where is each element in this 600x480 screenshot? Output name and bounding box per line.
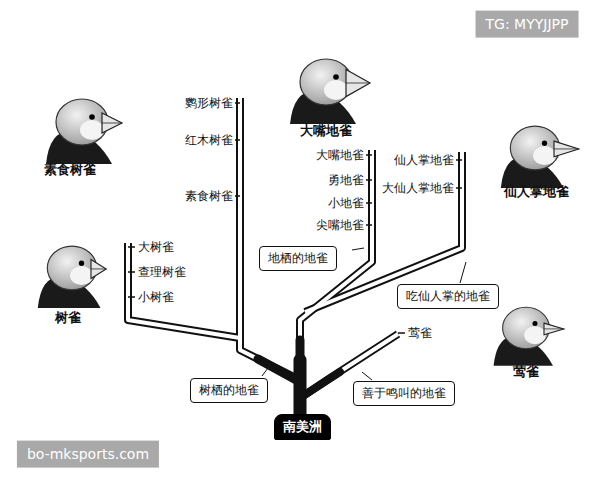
callout-text: 南美洲 (283, 418, 322, 436)
bracket-tick (235, 102, 240, 104)
callout-text: 善于鸣叫的地雀 (362, 385, 446, 402)
group-callout: 地栖的地雀 (259, 246, 337, 271)
leaf-name: 尖嘴地雀 (316, 218, 364, 232)
finch-head (38, 246, 106, 308)
watermark: TG: MYYJJPP (476, 11, 579, 38)
bird-eye (542, 141, 547, 146)
bracket-tick (235, 195, 240, 197)
bird-eye (333, 74, 339, 80)
bird-eye (532, 321, 537, 326)
branch-outline (240, 98, 300, 380)
leaf-name: 大树雀 (138, 240, 174, 254)
leaf-name: 小地雀 (328, 196, 364, 210)
root-box: 南美洲 (274, 414, 331, 440)
leaf-name: 大仙人掌地雀 (382, 181, 454, 195)
leaf-name: 勇地雀 (328, 173, 364, 187)
beak-line (102, 123, 122, 124)
branches (128, 98, 466, 416)
beak-line (346, 83, 370, 84)
bird-beak (91, 259, 106, 278)
watermark: bo-mksports.com (17, 441, 159, 468)
leader-line (460, 262, 466, 283)
species-caption: 莺雀 (513, 364, 539, 380)
branch-outline (128, 243, 240, 338)
leader-line (262, 368, 268, 376)
bird-head (300, 59, 352, 105)
bracket-tick (235, 139, 240, 141)
bird-beak (346, 69, 370, 96)
beak-line (544, 328, 564, 329)
finch-head (494, 307, 564, 366)
finch-head (501, 126, 579, 188)
species-caption: 素食树雀 (44, 162, 96, 178)
group-callout: 善于鸣叫的地雀 (353, 381, 455, 406)
leaf-name: 红木树雀 (185, 133, 233, 147)
species-caption: 树雀 (55, 310, 81, 326)
bracket-tick (128, 246, 135, 248)
bird-eye (89, 114, 95, 120)
callout-text: 树栖的地雀 (199, 382, 259, 399)
finch-head (46, 99, 122, 164)
callout-text: 地栖的地雀 (268, 250, 328, 267)
leaf-name: 小树雀 (138, 290, 174, 304)
bracket-tick (366, 179, 372, 181)
group-callout: 树栖的地雀 (190, 378, 268, 403)
leaf-name: 查理树雀 (138, 265, 186, 279)
branch-fill (240, 98, 300, 380)
bracket-tick (366, 154, 372, 156)
bird-head (510, 126, 559, 170)
leaf-name: 鹦形树雀 (185, 96, 233, 110)
bird-cheek (80, 120, 104, 140)
bracket-tick (128, 296, 135, 298)
species-caption: 大嘴地雀 (300, 123, 352, 139)
callout-text: 吃仙人掌的地雀 (406, 288, 490, 305)
bird-cheek (324, 80, 348, 100)
leaf-name: 大嘴地雀 (316, 148, 364, 162)
bird-head (47, 246, 96, 290)
trunk (296, 340, 305, 362)
finch-head (290, 59, 370, 124)
bird-cheek (70, 266, 93, 285)
bracket-tick (366, 202, 372, 204)
bracket-tick (128, 271, 135, 273)
bird-cheek (524, 326, 546, 344)
bird-eye (79, 261, 84, 266)
leaf-name: 莺雀 (408, 326, 432, 340)
leaf-name: 素食树雀 (185, 189, 233, 203)
bird-head (503, 307, 550, 348)
branch-fill (128, 243, 240, 338)
trunk (300, 372, 340, 398)
species-caption: 仙人掌地雀 (504, 184, 569, 200)
bracket-tick (456, 159, 462, 161)
bird-head (56, 99, 108, 145)
trunk (294, 360, 307, 416)
leader-line (352, 248, 364, 250)
leader-line (362, 372, 372, 380)
bracket-tick (398, 332, 405, 334)
group-callout: 吃仙人掌的地雀 (397, 284, 499, 309)
beak-line (554, 148, 579, 149)
bracket-tick (456, 187, 462, 189)
bracket-tick (366, 224, 372, 226)
beak-line (91, 268, 106, 269)
bird-cheek (533, 146, 556, 165)
bird-beak (544, 323, 564, 335)
bird-beak (554, 141, 579, 157)
bird-beak (102, 113, 122, 133)
leaf-name: 仙人掌地雀 (394, 153, 454, 167)
